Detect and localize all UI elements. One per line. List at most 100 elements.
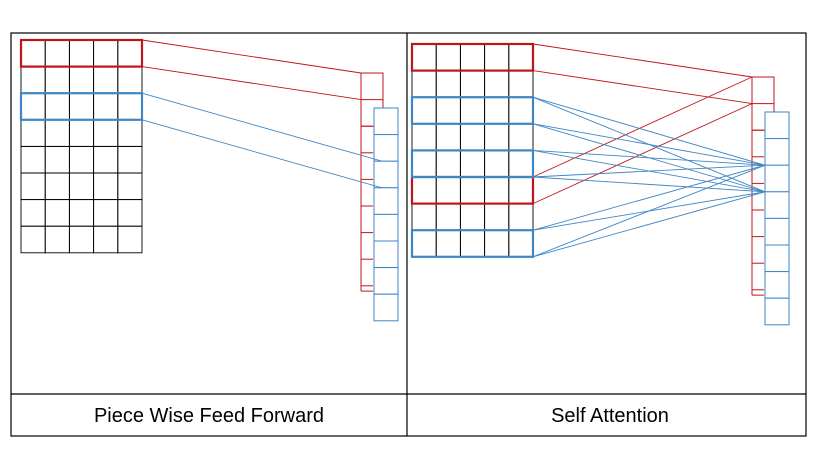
red-connection-line — [532, 103, 753, 205]
matrix-cell — [93, 119, 119, 147]
matrix-cell — [117, 66, 143, 94]
red-highlight-row — [410, 42, 535, 72]
blue-vector-cell — [764, 191, 790, 219]
matrix-cell — [484, 123, 510, 151]
matrix-cell — [435, 70, 461, 98]
blue-vector-cell — [764, 297, 790, 326]
red-connection-line — [532, 43, 753, 78]
matrix-cell — [44, 172, 70, 201]
matrix-cell — [411, 176, 437, 205]
blue-vector-cell — [373, 107, 399, 136]
matrix-cell — [508, 149, 534, 178]
matrix-cell — [20, 172, 46, 201]
matrix-cell — [459, 70, 486, 98]
matrix-cell — [508, 123, 534, 151]
matrix-cell — [459, 96, 486, 125]
red-connection-line — [141, 66, 362, 101]
matrix-cell — [20, 39, 46, 68]
blue-vector-cell — [373, 134, 399, 162]
matrix-cell — [44, 145, 70, 174]
input-matrix — [20, 39, 143, 254]
blue-connection-line — [141, 119, 383, 189]
matrix-cell — [20, 145, 46, 174]
matrix-cell — [93, 172, 119, 201]
matrix-cell — [93, 145, 119, 174]
blue-connection-line — [141, 92, 383, 162]
blue-output-vector — [373, 107, 399, 322]
matrix-cell — [20, 92, 46, 121]
blue-vector-cell — [764, 111, 790, 140]
matrix-cell — [508, 176, 534, 205]
matrix-cell — [93, 39, 119, 68]
matrix-cell — [68, 199, 95, 227]
frame — [10, 32, 807, 437]
matrix-cell — [20, 66, 46, 94]
blue-connection-line — [532, 176, 766, 193]
blue-vector-cell — [373, 267, 399, 295]
matrix-cell — [435, 176, 461, 205]
blue-vector-cell — [764, 271, 790, 299]
highlighted-rows — [410, 42, 535, 258]
blue-vector-cell — [764, 138, 790, 166]
matrix-cell — [44, 92, 70, 121]
matrix-cell — [484, 96, 510, 125]
blue-connection-line — [532, 96, 766, 166]
blue-highlight-row — [410, 229, 535, 258]
matrix-cell — [117, 92, 143, 121]
matrix-cell — [459, 149, 486, 178]
blue-vector-cell — [373, 160, 399, 189]
matrix-cell — [459, 43, 486, 72]
blue-vector-cell — [373, 213, 399, 242]
matrix-cell — [117, 225, 143, 254]
panel-piecewise-feed-forward — [19, 38, 399, 322]
blue-vector-cell — [373, 240, 399, 269]
red-connection-line — [141, 39, 362, 74]
matrix-cell — [435, 229, 461, 258]
matrix-cell — [411, 70, 437, 98]
red-highlight-row — [410, 175, 535, 205]
matrix-cell — [68, 92, 95, 121]
matrix-cell — [20, 199, 46, 227]
matrix-cell — [459, 203, 486, 231]
matrix-cell — [93, 199, 119, 227]
matrix-cell — [44, 39, 70, 68]
matrix-cell — [508, 203, 534, 231]
blue-connection-line — [532, 191, 766, 258]
matrix-cell — [44, 225, 70, 254]
matrix-cell — [484, 203, 510, 231]
red-connection-line — [532, 76, 753, 178]
blue-vector-cell — [373, 187, 399, 215]
blue-highlight-row — [19, 92, 144, 121]
matrix-cell — [117, 199, 143, 227]
matrix-cell — [459, 176, 486, 205]
blue-connection-line — [532, 149, 766, 166]
blue-vector-cell — [764, 217, 790, 246]
matrix-cell — [411, 43, 437, 72]
matrix-cell — [484, 43, 510, 72]
caption-self-attention: Self Attention — [551, 405, 669, 427]
blue-vector-cell — [764, 244, 790, 273]
panel-self-attention — [410, 42, 790, 326]
matrix-cell — [508, 43, 534, 72]
matrix-cell — [435, 43, 461, 72]
matrix-cell — [508, 70, 534, 98]
matrix-cell — [44, 66, 70, 94]
blue-output-vector — [764, 111, 790, 326]
matrix-cell — [484, 149, 510, 178]
matrix-cell — [411, 229, 437, 258]
highlighted-rows — [19, 38, 144, 121]
blue-connection-line — [532, 164, 766, 231]
matrix-cell — [411, 149, 437, 178]
matrix-cell — [484, 70, 510, 98]
matrix-cell — [459, 229, 486, 258]
matrix-cell — [117, 119, 143, 147]
matrix-cell — [117, 145, 143, 174]
connection-lines — [532, 43, 766, 258]
matrix-cell — [93, 225, 119, 254]
red-connection-line — [532, 70, 753, 105]
matrix-cell — [435, 123, 461, 151]
matrix-cell — [508, 229, 534, 258]
matrix-cell — [508, 96, 534, 125]
matrix-cell — [117, 172, 143, 201]
